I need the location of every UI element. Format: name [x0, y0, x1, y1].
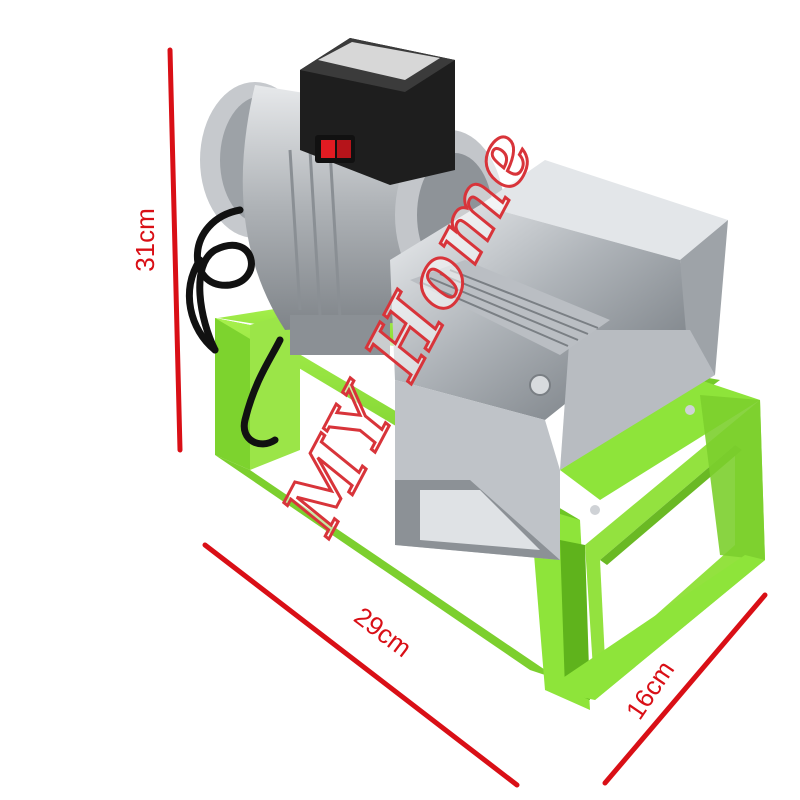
switch-box — [300, 38, 455, 185]
length-dimension-line — [202, 542, 520, 788]
stainless-grinder-housing — [390, 160, 728, 560]
depth-dimension-line — [602, 592, 768, 786]
height-dimension-line — [167, 47, 183, 453]
height-label: 31cm — [130, 208, 160, 272]
power-cable — [185, 206, 284, 448]
dimension-lines — [167, 47, 768, 788]
